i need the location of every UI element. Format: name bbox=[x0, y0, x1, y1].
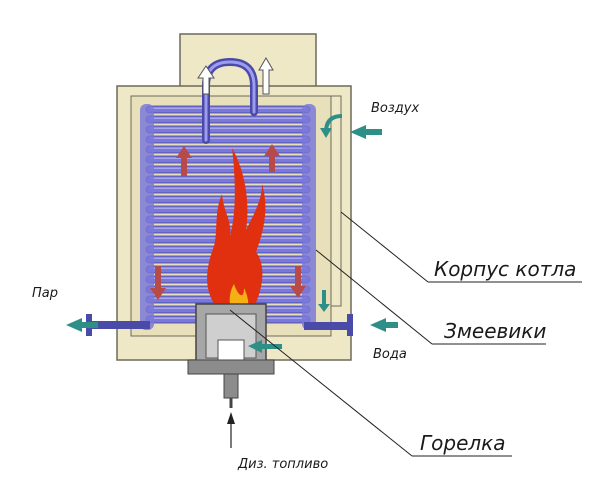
air-curve-arrowhead bbox=[320, 128, 332, 138]
coil-tube bbox=[145, 105, 311, 114]
boiler-side-panel bbox=[330, 95, 342, 307]
coil-tube bbox=[145, 165, 311, 174]
fuel-arrow-head bbox=[227, 412, 235, 424]
red-down-arrow-left bbox=[150, 266, 166, 300]
label-body: Корпус котла bbox=[434, 257, 576, 281]
label-fuel: Диз. топливо bbox=[237, 457, 328, 472]
coil-tube bbox=[145, 145, 311, 154]
coil-right-down-arrow bbox=[318, 290, 330, 312]
label-water: Вода bbox=[373, 347, 407, 362]
coil-left-header bbox=[140, 104, 154, 330]
label-coils: Змеевики bbox=[444, 319, 546, 343]
coil-tube bbox=[145, 175, 311, 184]
coil-tube bbox=[145, 195, 311, 204]
steam-out-arrow bbox=[66, 318, 98, 332]
hollow-up-arrow-left bbox=[197, 65, 215, 95]
coil-tube bbox=[145, 125, 311, 134]
label-burner: Горелка bbox=[420, 431, 506, 455]
red-up-arrow-left bbox=[176, 146, 192, 176]
leader-coils bbox=[315, 249, 433, 345]
burner bbox=[187, 303, 275, 408]
coil-tube bbox=[145, 155, 311, 164]
air-in-arrow bbox=[350, 125, 382, 139]
water-flange bbox=[347, 314, 353, 336]
coil-right-header bbox=[302, 104, 316, 330]
coil-tube bbox=[145, 205, 311, 214]
red-down-arrow-right bbox=[290, 266, 306, 298]
hollow-up-arrow-right bbox=[258, 57, 274, 95]
burner-air-arrow bbox=[248, 340, 282, 353]
coil-tube bbox=[145, 185, 311, 194]
leader-body bbox=[340, 211, 429, 283]
red-up-arrow-right bbox=[264, 144, 280, 172]
water-in-arrow bbox=[370, 318, 398, 332]
label-air: Воздух bbox=[371, 101, 419, 116]
label-steam: Пар bbox=[32, 286, 58, 301]
coil-tube bbox=[145, 135, 311, 144]
leader-burner bbox=[229, 309, 413, 457]
steam-outlet-pipe bbox=[86, 321, 150, 329]
water-inlet-pipe bbox=[304, 322, 350, 330]
coil-tube bbox=[145, 115, 311, 124]
